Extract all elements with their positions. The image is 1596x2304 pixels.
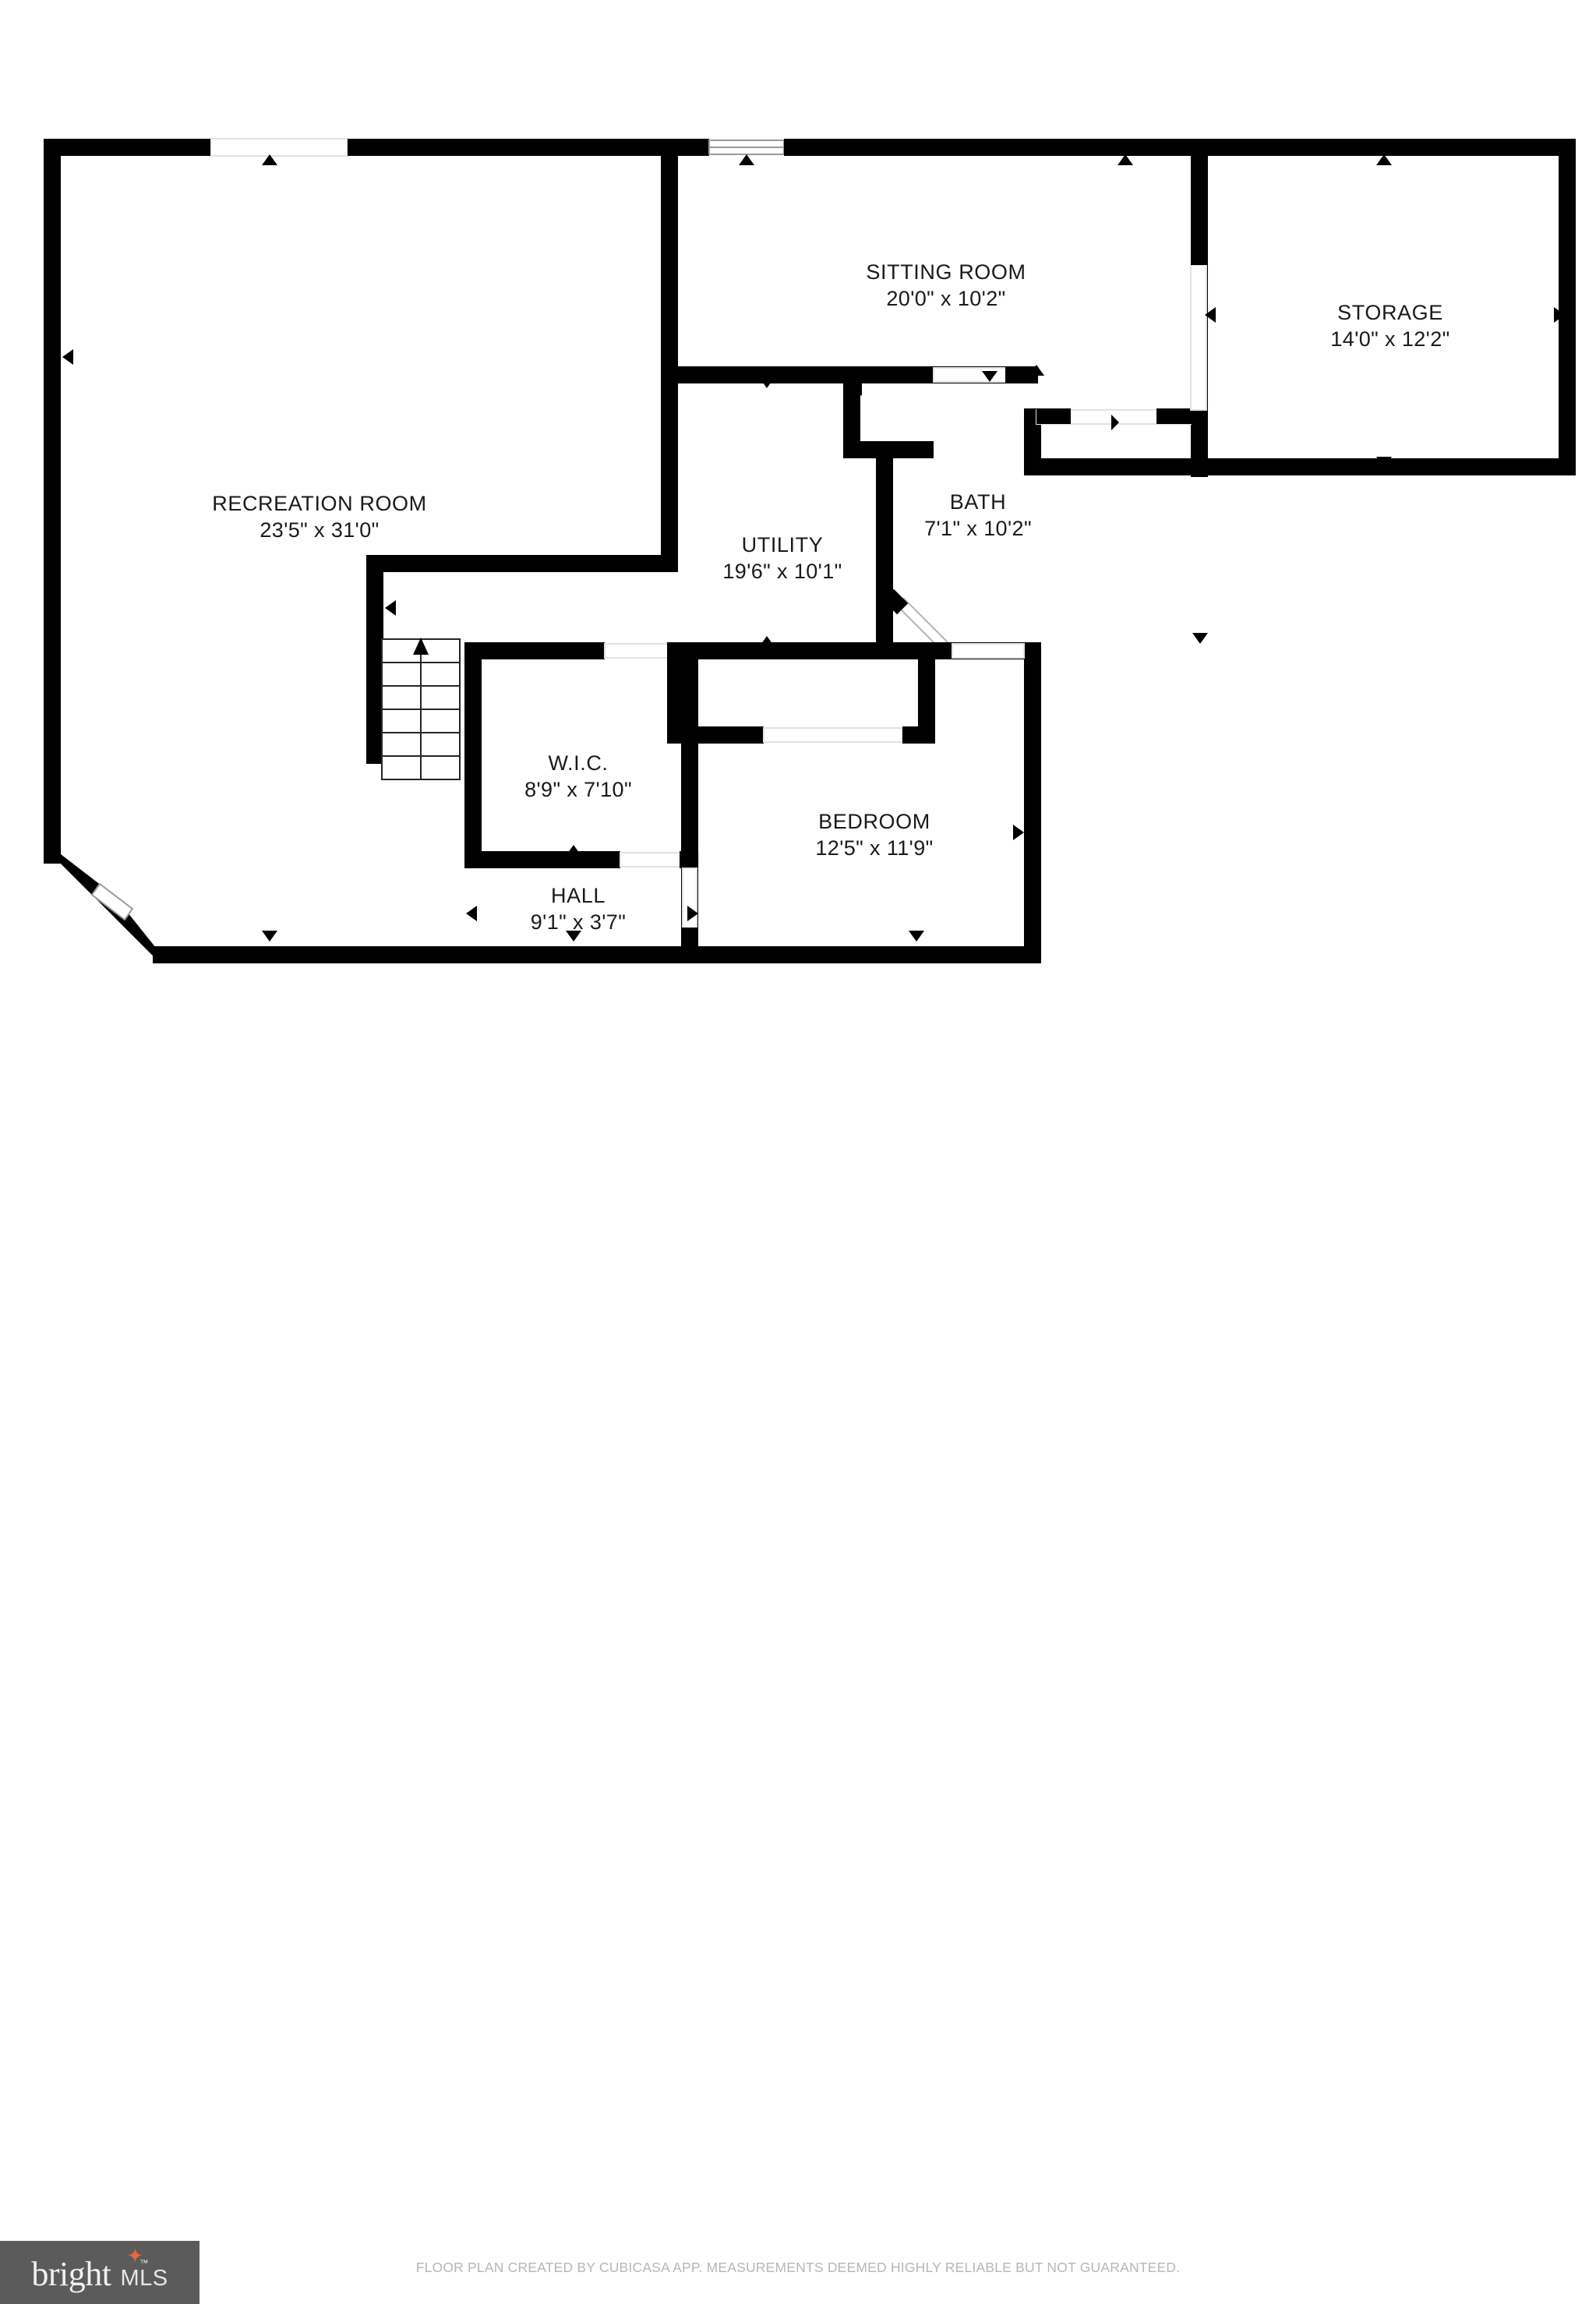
room-dims-recreation-room: 23'5" x 31'0" xyxy=(260,518,379,542)
room-dims-sitting-room: 20'0" x 10'2" xyxy=(886,287,1005,310)
room-label-storage: STORAGE xyxy=(1337,301,1443,324)
wall-corridor-jamb-right xyxy=(1156,408,1192,424)
wall-top-storage xyxy=(1205,139,1576,156)
room-label-recreation-room: RECREATION ROOM xyxy=(212,492,427,515)
wall-wic-left xyxy=(464,642,482,868)
marker-icon xyxy=(982,371,998,382)
room-label-sitting-room: SITTING ROOM xyxy=(866,260,1026,284)
wall-bath-top-stub xyxy=(1005,366,1038,383)
window-diagonal-corner xyxy=(90,882,134,921)
wall-wic-top-left xyxy=(464,642,605,659)
room-label-utility: UTILITY xyxy=(742,533,824,557)
floor-plan-canvas: RECREATION ROOM 23'5" x 31'0" SITTING RO… xyxy=(0,0,1596,1107)
room-dims-storage: 14'0" x 12'2" xyxy=(1330,327,1449,351)
marker-icon xyxy=(1013,825,1024,840)
wall-group-interior xyxy=(366,156,1041,963)
wall-left-exterior xyxy=(44,139,61,864)
marker-icon xyxy=(759,377,775,388)
marker-icon xyxy=(909,931,924,942)
wall-utility-top xyxy=(661,366,934,383)
wall-top-left-b xyxy=(348,139,704,156)
marker-icon xyxy=(1192,633,1208,644)
view-direction-markers xyxy=(62,154,1565,942)
footer-bar: bright ✦ ™ MLS FLOOR PLAN CREATED BY CUB… xyxy=(0,1107,1596,2304)
marker-icon xyxy=(666,260,676,276)
wall-storage-left-top xyxy=(1191,139,1208,265)
stairs-up xyxy=(381,638,461,780)
wall-rec-right-upper xyxy=(661,156,678,296)
wall-top-window-jamb-right xyxy=(784,139,790,156)
marker-icon xyxy=(687,772,698,787)
marker-icon xyxy=(1029,365,1044,376)
diagonal-wall-bottom-left xyxy=(61,854,162,956)
doorway-bed-closet xyxy=(763,727,903,743)
wall-group-exterior xyxy=(44,138,1576,963)
marker-icon xyxy=(1118,154,1133,165)
room-label-bedroom: BEDROOM xyxy=(818,810,930,833)
marker-icon xyxy=(566,645,581,656)
wall-bed-closet-bottom-left xyxy=(667,726,764,744)
room-labels: RECREATION ROOM 23'5" x 31'0" SITTING RO… xyxy=(212,260,1449,934)
marker-icon xyxy=(566,845,581,856)
marker-icon xyxy=(566,931,581,942)
marker-icon xyxy=(759,636,775,647)
marker-icon xyxy=(262,154,277,165)
room-dims-wic: 8'9" x 7'10" xyxy=(524,778,632,801)
marker-icon xyxy=(466,906,477,921)
wall-storage-left-lower xyxy=(1191,408,1208,477)
doorway-sitting-to-corridor xyxy=(1190,264,1207,411)
marker-icon xyxy=(1376,457,1392,468)
wall-bottom-exterior xyxy=(153,946,1041,963)
marker-icon xyxy=(62,349,73,365)
marker-icon xyxy=(262,931,277,942)
wall-rec-right-lower xyxy=(661,296,678,555)
doorway-sitting-to-bath-area xyxy=(933,367,1015,383)
marker-icon xyxy=(1554,307,1565,323)
wall-rec-lower-horizontal xyxy=(366,555,678,572)
wall-hall-bottom-stub xyxy=(681,928,698,963)
room-dims-hall: 9'1" x 3'7" xyxy=(531,910,626,934)
wall-bed-closet-right xyxy=(918,642,935,744)
doorway-wic-top xyxy=(604,643,671,659)
room-dims-bath: 7'1" x 10'2" xyxy=(924,517,1032,540)
window-top-left-opening xyxy=(210,138,348,157)
wall-wic-bottom-left xyxy=(464,851,620,868)
marker-icon xyxy=(739,154,754,165)
room-label-bath: BATH xyxy=(950,490,1006,514)
room-dims-utility: 19'6" x 10'1" xyxy=(722,560,842,583)
wall-bottom-storage xyxy=(1024,458,1576,475)
room-label-wic: W.I.C. xyxy=(548,751,608,775)
wall-right-bedroom xyxy=(1024,645,1041,963)
stair-up-arrow-icon xyxy=(413,638,429,655)
room-label-hall: HALL xyxy=(551,884,606,907)
wall-corridor-jamb-left xyxy=(1036,408,1071,424)
wall-diagonal-lower xyxy=(115,909,162,956)
marker-icon xyxy=(1376,154,1392,165)
wall-left-storage-lower xyxy=(1024,408,1041,475)
wall-utility-bath-divider xyxy=(876,441,893,642)
wall-rec-lower-vertical xyxy=(366,555,383,764)
wall-diagonal-upper xyxy=(61,854,101,895)
doorway-bath-bottom xyxy=(952,643,1025,659)
marker-icon xyxy=(385,600,396,616)
marker-icon xyxy=(1205,307,1216,323)
wall-right-storage xyxy=(1559,139,1576,475)
wall-bed-closet-left xyxy=(667,642,684,744)
marker-icon xyxy=(851,380,862,396)
room-dims-bedroom: 12'5" x 11'9" xyxy=(815,836,933,860)
wall-top-left-a xyxy=(44,139,210,156)
marker-icon xyxy=(466,772,477,787)
marker-icon xyxy=(1111,415,1119,430)
marker-icon xyxy=(662,355,673,371)
wall-top-window-jamb-left xyxy=(704,139,709,156)
door-hinge-utility xyxy=(882,588,909,615)
wall-top-center-right xyxy=(790,139,1205,156)
disclaimer-text: FLOOR PLAN CREATED BY CUBICASA APP. MEAS… xyxy=(415,2260,1181,2275)
marker-icon xyxy=(912,645,927,656)
wall-wic-right xyxy=(681,642,698,868)
wall-utility-bottom-center xyxy=(667,642,907,659)
marker-icon xyxy=(876,592,885,608)
marker-icon xyxy=(687,906,698,921)
floor-plan-drawing: RECREATION ROOM 23'5" x 31'0" SITTING RO… xyxy=(44,138,1576,963)
